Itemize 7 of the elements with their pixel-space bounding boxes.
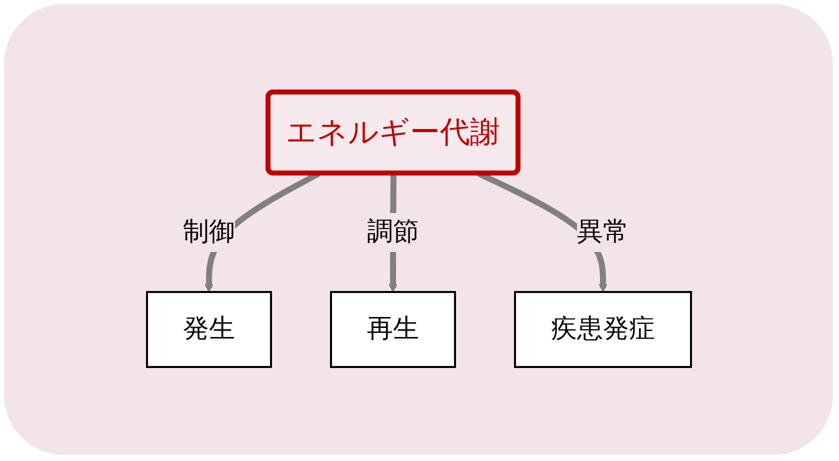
node-box xyxy=(514,291,692,368)
edge-label: 異常 xyxy=(576,217,628,247)
edge-label: 制御 xyxy=(182,217,234,247)
edge-label: 調節 xyxy=(366,217,418,247)
node-box xyxy=(330,291,456,368)
node-box xyxy=(146,291,272,368)
panel-background: 制御 調節 異常 発生 エネルギー代謝 再生 疾患発症 xyxy=(4,4,833,455)
